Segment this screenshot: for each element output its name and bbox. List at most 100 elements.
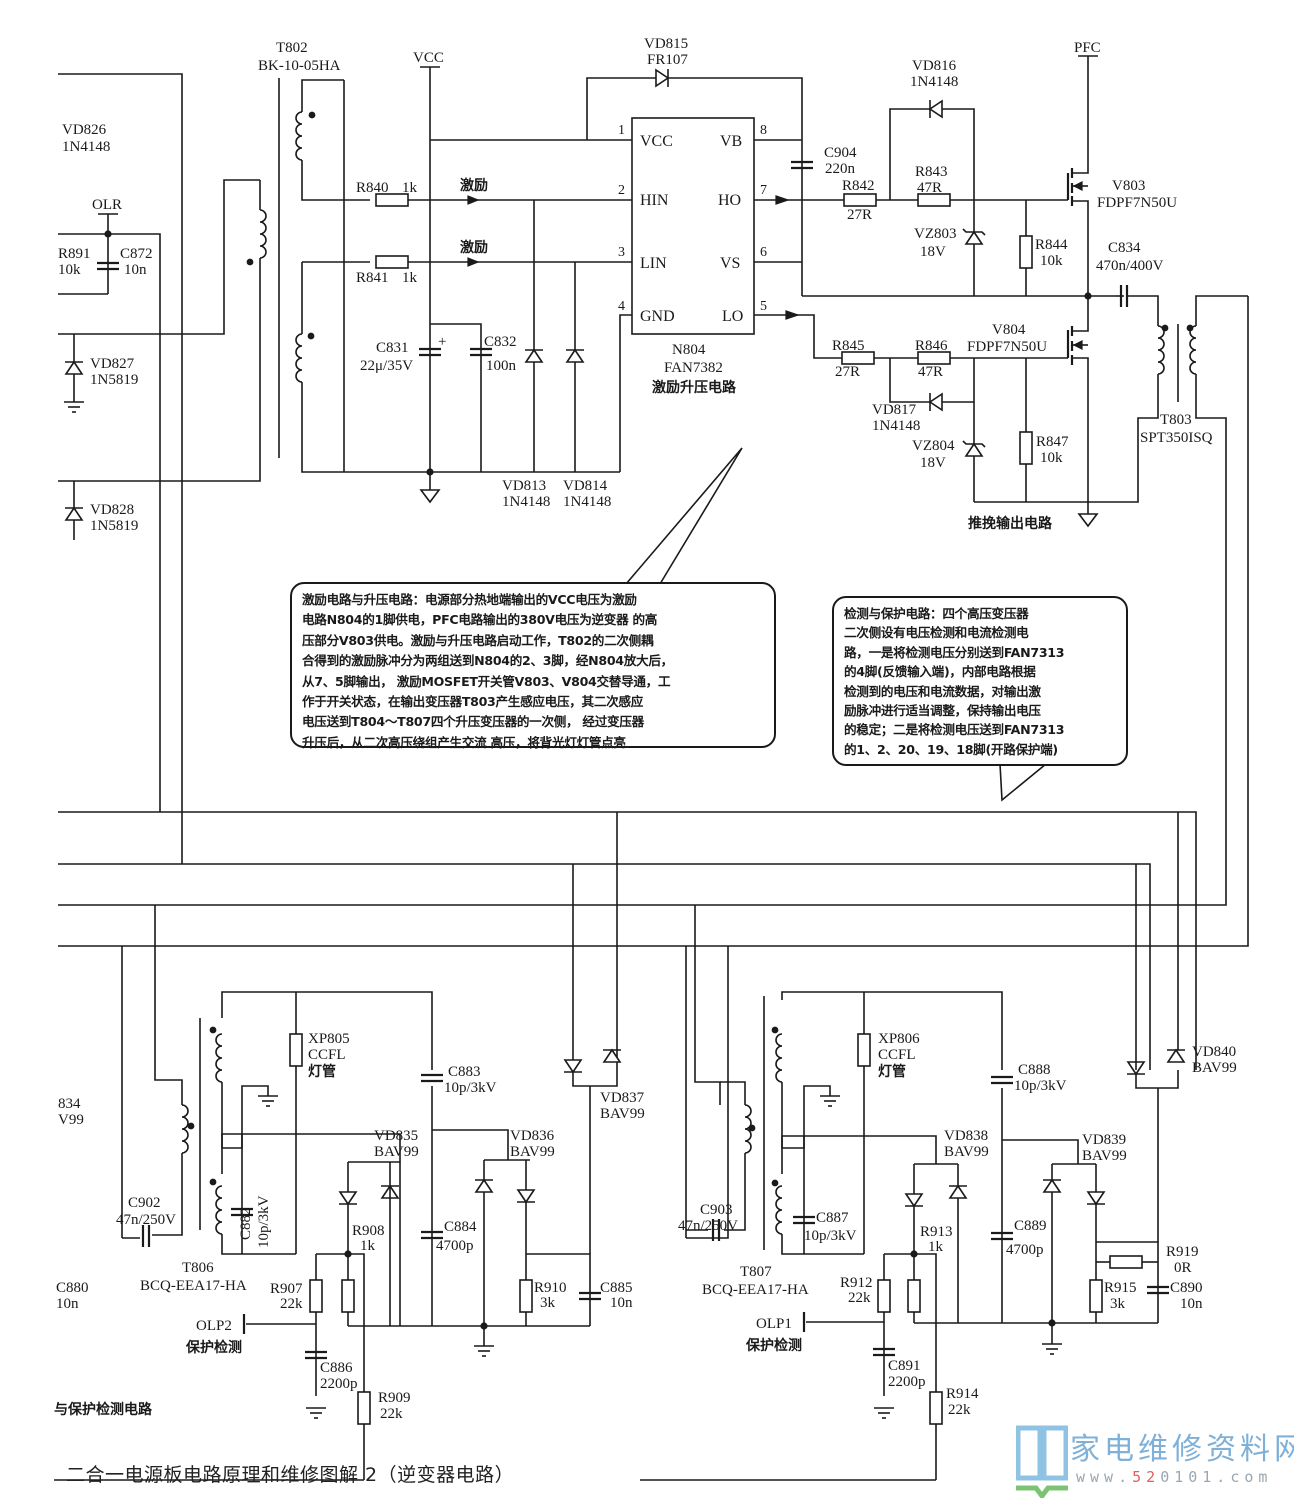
- r846-value: 47R: [918, 364, 943, 380]
- drive-note-line: 合得到的激励脉冲分为两组送到N804的2、3脚，经N804放大后，: [302, 653, 673, 669]
- vd828-ref: VD828: [90, 502, 134, 518]
- t806-ref: T806: [182, 1260, 214, 1276]
- ic-pin2-name: HIN: [640, 192, 669, 209]
- c902-ref: C902: [128, 1195, 161, 1211]
- c889-ref: C889: [1014, 1218, 1047, 1234]
- c832-ref: C832: [484, 334, 517, 350]
- r843-value: 47R: [917, 180, 942, 196]
- t803-ref: T803: [1160, 412, 1192, 428]
- c880-value: 10n: [56, 1296, 79, 1312]
- r841-ref: R841: [356, 270, 389, 286]
- ic-pin1-num: 1: [618, 123, 625, 138]
- c831-value: 22μ/35V: [360, 358, 413, 374]
- r840-ref: R840: [356, 180, 389, 196]
- t807-section: [640, 812, 1186, 1481]
- c887-ref: C887: [816, 1210, 849, 1226]
- c834-value: 470n/400V: [1096, 258, 1164, 274]
- r914-value: 22k: [948, 1402, 971, 1418]
- n804-ic: [631, 117, 755, 335]
- c885-ref: C885: [600, 1280, 633, 1296]
- vd837-ref: VD837: [600, 1090, 645, 1106]
- r845-value: 27R: [835, 364, 860, 380]
- t802-ref: T802: [276, 40, 308, 56]
- vd827-value: 1N5819: [90, 372, 138, 388]
- r842-ref: R842: [842, 178, 875, 194]
- vz804-value: 18V: [920, 455, 946, 471]
- r841-value: 1k: [402, 270, 418, 286]
- c891-value: 2200p: [888, 1374, 926, 1390]
- ic-pin6-num: 6: [760, 245, 767, 260]
- vd816-value: 1N4148: [910, 74, 958, 90]
- r910-ref: R910: [534, 1280, 567, 1296]
- ic-pin4-name: GND: [640, 308, 675, 325]
- protect-note-line: 检测与保护电路：四个高压变压器: [844, 606, 1029, 621]
- vd813-value: 1N4148: [502, 494, 550, 510]
- xp806-value: CCFL: [878, 1047, 916, 1063]
- vd826-ref: VD826: [62, 122, 107, 138]
- c883-value: 10p/3kV: [444, 1080, 497, 1096]
- olp2-net: OLP2: [196, 1318, 232, 1334]
- r847-value: 10k: [1040, 450, 1063, 466]
- figure-caption: 二合一电源板电路原理和维修图解 2（逆变器电路）: [66, 1464, 515, 1486]
- r912-value: 22k: [848, 1290, 871, 1306]
- xp806-ref: XP806: [878, 1031, 920, 1047]
- vd827-ref: VD827: [90, 356, 135, 372]
- c834-ref: C834: [1108, 240, 1141, 256]
- logo-url: www.520101.com: [1076, 1468, 1272, 1486]
- ic-pin1-name: VCC: [640, 133, 673, 150]
- r847-ref: R847: [1036, 434, 1069, 450]
- vd826-value: 1N4148: [62, 139, 110, 155]
- c891-ref: C891: [888, 1358, 921, 1374]
- drive-note-line: 压部分V803供电。激励与升压电路启动工作，T802的二次侧耦: [302, 632, 654, 648]
- olr-net: OLR: [92, 197, 122, 213]
- partial-834-value: V99: [58, 1112, 84, 1128]
- vd840-ref: VD840: [1192, 1044, 1236, 1060]
- r915-ref: R915: [1104, 1280, 1137, 1296]
- c884-value: 4700p: [436, 1238, 474, 1254]
- vd836-value: BAV99: [510, 1144, 555, 1160]
- drive-note-line: 电压送到T804～T807四个升压变压器的一次侧， 经过变压器: [302, 714, 644, 730]
- olp1-net: OLP1: [756, 1316, 792, 1332]
- r908-value: 1k: [360, 1238, 376, 1254]
- protect-note-line: 检测到的电压和电流数据，对输出激: [844, 683, 1041, 699]
- c888-value: 10p/3kV: [1014, 1078, 1067, 1094]
- xp805-note: 灯管: [308, 1063, 336, 1080]
- v803-ref: V803: [1112, 178, 1145, 194]
- book-icon: [1016, 1425, 1068, 1498]
- c884-ref: C884: [444, 1219, 477, 1235]
- r914-ref: R914: [946, 1386, 979, 1402]
- vd814-ref: VD814: [563, 478, 608, 494]
- vd839-ref: VD839: [1082, 1132, 1126, 1148]
- r842-value: 27R: [847, 207, 872, 223]
- vd840-value: BAV99: [1192, 1060, 1237, 1076]
- r845-ref: R845: [832, 338, 865, 354]
- r919-value: 0R: [1174, 1260, 1192, 1276]
- c831-plus: +: [438, 334, 446, 350]
- r844-value: 10k: [1040, 253, 1063, 269]
- c886-ref: C886: [320, 1360, 353, 1376]
- vd828-value: 1N5819: [90, 518, 138, 534]
- vd813-ref: VD813: [502, 478, 546, 494]
- vd815-value: FR107: [647, 52, 688, 68]
- r909-value: 22k: [380, 1406, 403, 1422]
- c890-value: 10n: [1180, 1296, 1203, 1312]
- t802-value: BK-10-05HA: [258, 58, 341, 74]
- ic-pin4-num: 4: [618, 299, 625, 314]
- c890-ref: C890: [1170, 1280, 1203, 1296]
- t807-ref: T807: [740, 1264, 772, 1280]
- xp805-ref: XP805: [308, 1031, 350, 1047]
- drive-note-pointer: [625, 447, 743, 585]
- pfc-net: PFC: [1074, 40, 1101, 56]
- logo-url-suffix: 0101.com: [1160, 1468, 1273, 1486]
- vd817-value: 1N4148: [872, 418, 920, 434]
- r840-value: 1k: [402, 180, 418, 196]
- logo-url-prefix: www.: [1076, 1468, 1133, 1486]
- n804-part: FAN7382: [664, 360, 723, 376]
- r907-ref: R907: [270, 1281, 303, 1297]
- protect-note-line: 的1、2、20、19、18脚(开路保护端): [844, 741, 1058, 757]
- r908-ref: R908: [352, 1223, 385, 1239]
- c886-value: 2200p: [320, 1376, 358, 1392]
- olr-section: [58, 73, 267, 810]
- vz804-ref: VZ804: [912, 438, 955, 454]
